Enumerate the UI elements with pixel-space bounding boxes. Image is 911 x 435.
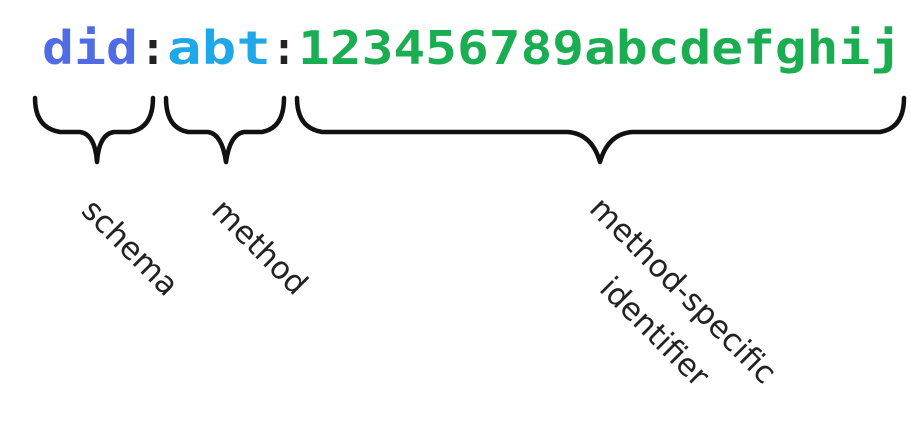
identifier-brace [294,95,907,165]
did-string: did : abt : 123456789abcdefghij [42,21,902,75]
scheme-brace [32,95,156,165]
identifier-label: method-specific identifier [582,190,783,394]
did-method-text: abt [167,21,271,75]
did-scheme-text: did [42,21,138,75]
did-separator-1: : [140,21,166,75]
labels: schema method method-specific identifier [74,190,783,394]
method-brace [163,95,287,165]
did-identifier-text: 123456789abcdefghij [298,21,902,75]
scheme-label: schema [74,192,185,303]
did-separator-2: : [272,21,296,75]
braces [32,95,907,165]
method-label: method [204,192,314,302]
